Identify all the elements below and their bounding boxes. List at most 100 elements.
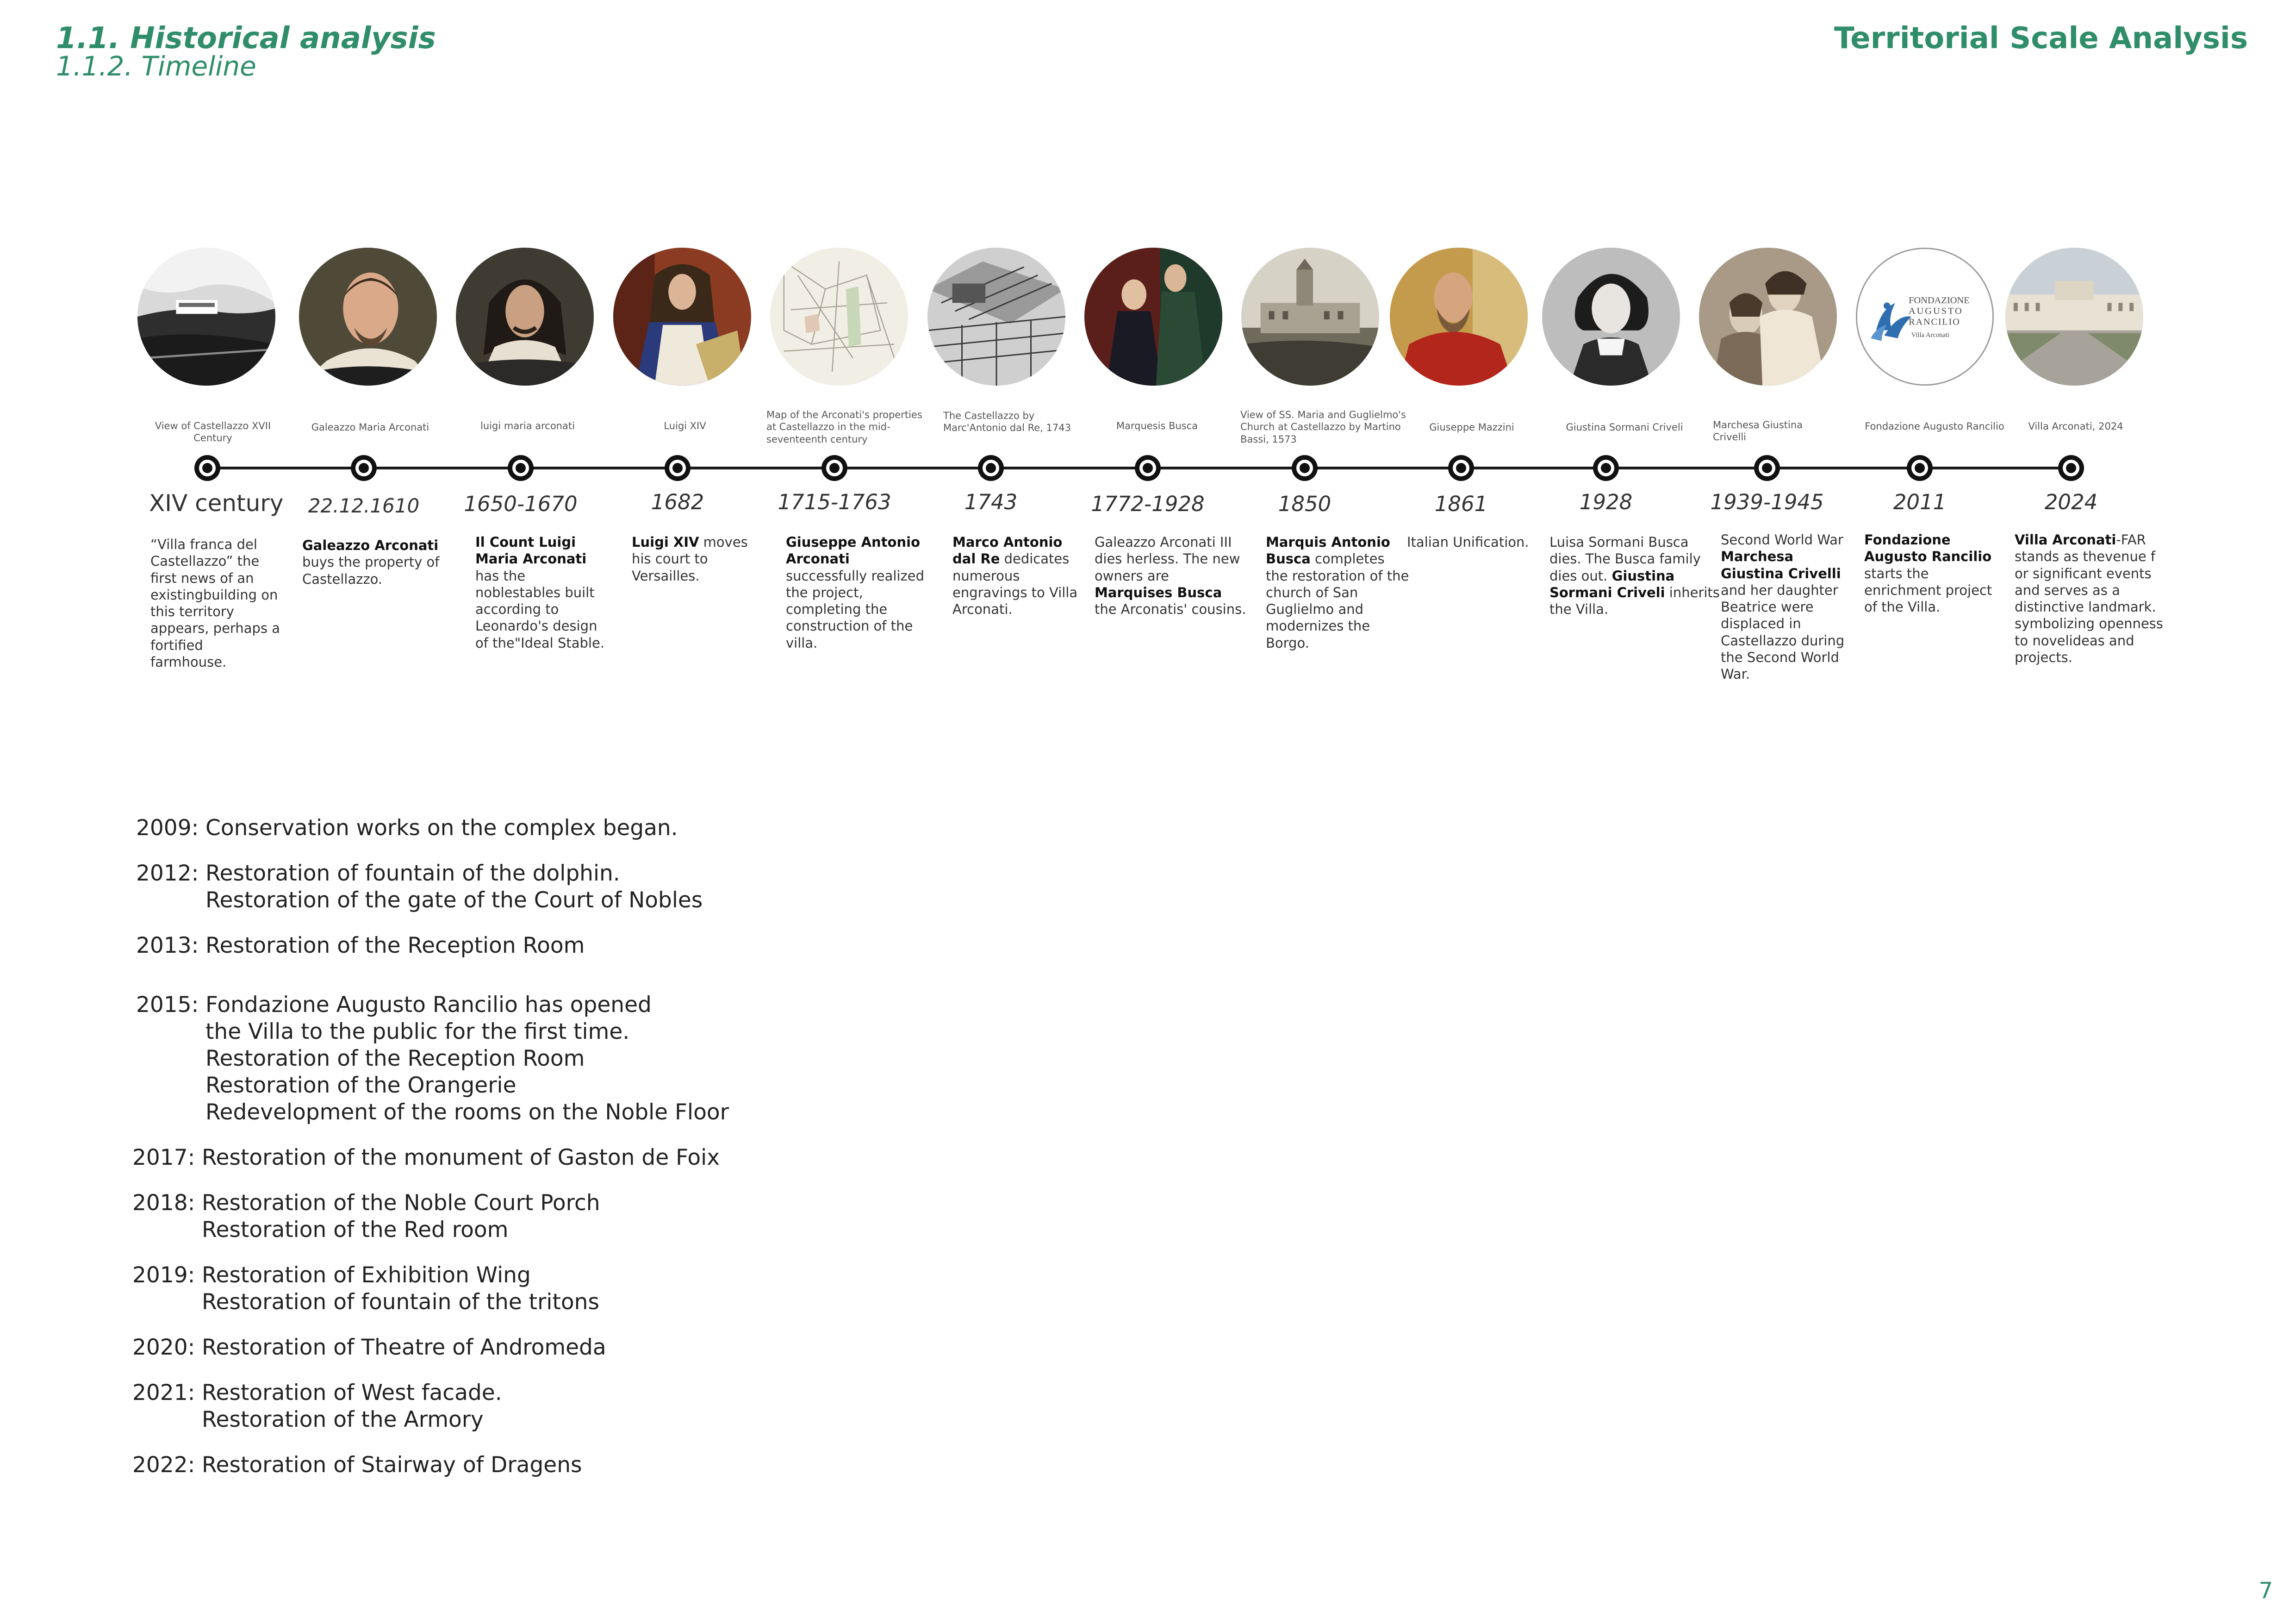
timeline-date: 1650-1670: [464, 492, 578, 516]
timeline-caption: Luigi XIV: [664, 420, 706, 431]
timeline-marker: [1135, 455, 1161, 481]
timeline-date: 1850: [1278, 492, 1332, 516]
timeline-date: XIV century: [149, 490, 284, 517]
works-item: Restoration of the Armory: [202, 1407, 484, 1432]
timeline-marker: [2058, 455, 2084, 481]
works-item: Restoration of Exhibition Wing: [202, 1262, 531, 1288]
works-item: Restoration of Theatre of Andromeda: [202, 1335, 606, 1360]
works-item: Restoration of fountain of the tritons: [202, 1289, 599, 1315]
timeline-date: 1861: [1434, 492, 1488, 516]
timeline-description: Villa Arconati-FAR stands as thevenue f …: [2015, 532, 2163, 665]
works-year: 2018:: [132, 1190, 195, 1216]
works-item: Restoration of fountain of the dolphin.: [205, 861, 620, 886]
timeline-marker: [1593, 455, 1619, 481]
works-item: Restoration of the gate of the Court of …: [205, 887, 703, 913]
timeline-image-portrait-luigi-maria: [456, 248, 594, 386]
timeline-marker: [508, 455, 534, 481]
timeline-image-portrait-busca: [1084, 248, 1222, 386]
timeline-description: “Villa franca del Castellazzo” the first…: [150, 537, 280, 670]
subsection-title: 1.1.2. Timeline: [56, 50, 256, 82]
timeline-image-property-map: [770, 248, 908, 386]
works-entry: 2017: Restoration of the monument of Gast…: [132, 1144, 729, 1171]
timeline-description: Luisa Sormani Busca dies. The Busca fami…: [1549, 534, 1720, 617]
timeline-image-church-view: [1241, 248, 1379, 386]
timeline-caption: luigi maria arconati: [480, 420, 575, 431]
timeline-caption: Marchesa Giustina Crivelli: [1713, 419, 1803, 443]
works-entry: 2015:Fondazione Augusto Rancilio has ope…: [136, 992, 729, 1126]
timeline-description: Luigi XIV moves his court to Versailles.: [632, 534, 748, 584]
timeline-image-portrait-luigi-xiv: [613, 248, 751, 386]
timeline-description: Second World War Marchesa Giustina Crive…: [1721, 532, 1845, 682]
works-year: 2022:: [132, 1452, 195, 1478]
svg-text:AUGUSTO: AUGUSTO: [1909, 306, 1963, 316]
timeline-date: 2024: [2044, 490, 2098, 514]
timeline-image-portrait-crivelli: [1699, 248, 1837, 386]
timeline-marker: [978, 455, 1004, 481]
works-item: Restoration of the Red room: [202, 1217, 509, 1243]
timeline-marker: [1448, 455, 1474, 481]
timeline-date: 1715-1763: [778, 490, 891, 514]
page-number: 7: [2259, 1578, 2273, 1604]
works-item: Redevelopment of the rooms on the Noble …: [205, 1099, 729, 1125]
timeline-marker: [821, 455, 847, 481]
document-title: Territorial Scale Analysis: [1834, 21, 2248, 56]
works-entry: 2018: Restoration of the Noble Court Porc…: [132, 1190, 729, 1243]
works-year: 2009:: [136, 815, 199, 841]
timeline-date: 1772-1928: [1091, 492, 1205, 516]
timeline-description: Galeazzo Arconati III dies herless. The …: [1095, 534, 1246, 617]
svg-text:Villa Arconati: Villa Arconati: [1911, 331, 1949, 339]
timeline-date: 2011: [1893, 490, 1947, 514]
svg-text:FONDAZIONE: FONDAZIONE: [1909, 295, 1970, 306]
timeline-caption: Map of the Arconati's properties at Cast…: [766, 409, 922, 445]
timeline-caption: View of SS. Maria and Guglielmo's Church…: [1240, 409, 1406, 445]
timeline-marker: [665, 455, 691, 481]
works-item: Restoration of the Noble Court Porch: [202, 1190, 600, 1216]
timeline-description: Italian Unification.: [1407, 534, 1529, 550]
timeline-caption: Galeazzo Maria Arconati: [311, 422, 429, 433]
works-year: 2012:: [136, 861, 199, 886]
works-item: the Villa to the public for the first ti…: [205, 1019, 630, 1044]
works-year: 2017:: [132, 1145, 195, 1170]
works-year: 2020:: [132, 1335, 195, 1360]
timeline-image-castellazzo-engraving: [137, 248, 275, 386]
timeline-marker: [351, 455, 377, 481]
restoration-works-list: 2009:Conservation works on the complex b…: [132, 815, 729, 1497]
works-item: Restoration of West facade.: [202, 1380, 502, 1405]
works-item: Fondazione Augusto Rancilio has opened: [205, 992, 652, 1018]
timeline-description: Fondazione Augusto Rancilio starts the e…: [1864, 532, 1992, 615]
timeline-caption: Giuseppe Mazzini: [1429, 422, 1514, 433]
works-item: Restoration of Stairway of Dragens: [202, 1452, 582, 1478]
works-entry: 2022: Restoration of Stairway of Dragens: [132, 1452, 729, 1479]
works-entry: 2020: Restoration of Theatre of Andromeda: [132, 1334, 729, 1361]
works-item: Restoration of the monument of Gaston de…: [202, 1145, 720, 1170]
timeline-image-villa-photo: [2005, 248, 2143, 386]
section-title: 1.1. Historical analysis: [56, 21, 436, 56]
timeline-description: Galeazzo Arconati buys the property of C…: [302, 537, 440, 587]
timeline-image-portrait-galeazzo: [299, 248, 437, 386]
works-item: Restoration of the Orangerie: [205, 1073, 516, 1098]
timeline-date: 1939-1945: [1710, 490, 1824, 514]
works-entry: 2012:Restoration of fountain of the dolp…: [136, 860, 729, 914]
timeline-caption: Marquesis Busca: [1116, 420, 1198, 431]
svg-text:RANCILIO: RANCILIO: [1909, 317, 1960, 327]
timeline-image-portrait-sormani: [1542, 248, 1680, 386]
timeline-description: Il Count Luigi Maria Arconati has the no…: [475, 534, 605, 651]
works-item: Restoration of the Reception Room: [205, 1046, 585, 1071]
timeline-description: Marquis Antonio Busca completes the rest…: [1266, 534, 1409, 651]
works-entry: 2009:Conservation works on the complex b…: [136, 815, 729, 842]
works-year: 2021:: [132, 1380, 195, 1405]
works-entry: 2021: Restoration of West facade.Restorat…: [132, 1380, 729, 1433]
timeline-caption: Fondazione Augusto Rancilio: [1865, 421, 2004, 432]
timeline-date: 1928: [1579, 490, 1633, 514]
works-item: Restoration of the Reception Room: [205, 933, 585, 958]
timeline-caption: View of Castellazzo XVII Century: [155, 420, 271, 444]
works-entry: 2013:Restoration of the Reception Room: [136, 932, 729, 959]
timeline-caption: The Castellazzo by Marc'Antonio dal Re, …: [943, 410, 1071, 434]
timeline-marker: [194, 455, 220, 481]
timeline-description: Marco Antonio dal Re dedicates numerous …: [952, 534, 1078, 617]
timeline-image-aerial-engraving: [927, 248, 1065, 386]
timeline-marker: [1754, 455, 1780, 481]
timeline-image-portrait-mazzini: [1390, 248, 1528, 386]
works-year: 2013:: [136, 933, 199, 958]
